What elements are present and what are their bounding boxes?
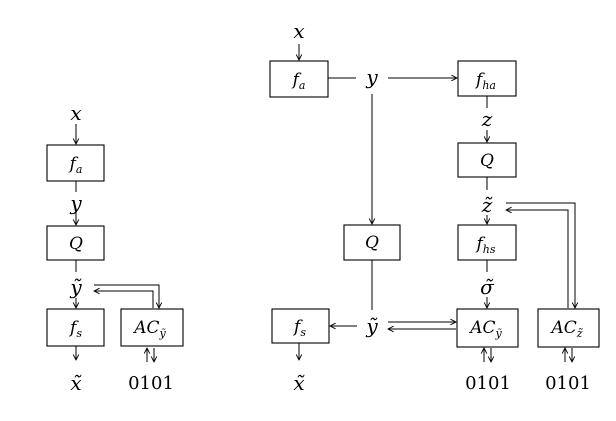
left-encoder-box (46, 144, 105, 182)
left-input-x: x (70, 101, 81, 125)
right-coder-y-label: ACỹ (468, 318, 502, 340)
right-arrow-acz-ztilde (506, 210, 569, 308)
right-quantizer-y-label: Q (365, 233, 379, 253)
right-quantizer-z-label: Q (480, 151, 494, 171)
right-coder-z-label: ACz̃ (549, 318, 583, 340)
right-quantizer-y-box (343, 224, 401, 261)
right-sigma: σ̃ (480, 275, 495, 299)
right-encoder-box (269, 60, 329, 98)
right-hyper-encoder-label: fha (474, 70, 496, 92)
right-hyper-quantized-ztilde: z̃ (481, 193, 493, 217)
left-coder-box (120, 308, 184, 347)
right-quantizer-z-box (457, 142, 517, 178)
right-latent-y: y (365, 65, 378, 89)
left-output-xtilde: x̃ (70, 371, 82, 395)
left-diagram: x fa y Q ỹ fs ACỹ x̃ 0101 (46, 101, 184, 395)
left-decoder-label: fs (68, 318, 82, 340)
right-bits-y: 0101 (465, 373, 511, 394)
right-decoder-box (271, 308, 330, 344)
left-latent-y: y (69, 191, 82, 215)
left-arrow-ac-ytilde (94, 291, 154, 308)
left-decoder-box (46, 308, 105, 347)
right-diagram: x fa y fha z Q z̃ Q fhs σ̃ fs ỹ ACỹ ACz̃… (269, 19, 600, 395)
left-coder-label: ACỹ (132, 318, 166, 340)
right-hyper-encoder-box (457, 60, 517, 97)
right-coder-y-box (456, 308, 519, 348)
right-decoder-label: fs (292, 317, 306, 339)
right-quantized-ytilde: ỹ (365, 314, 378, 338)
right-hyper-latent-z: z (481, 107, 493, 131)
right-arrow-ztilde-acz (506, 202, 575, 308)
right-input-x: x (293, 19, 304, 43)
right-hyper-decoder-label: fhs (474, 234, 495, 256)
left-bits: 0101 (128, 373, 174, 394)
left-arrow-ytilde-ac (94, 284, 159, 308)
right-output-xtilde: x̃ (293, 371, 305, 395)
right-hyper-decoder-box (457, 224, 517, 261)
left-encoder-label: fa (68, 154, 83, 176)
right-coder-z-box (537, 308, 600, 348)
right-encoder-label: fa (291, 70, 306, 92)
right-bits-z: 0101 (545, 373, 591, 394)
left-quantizer-label: Q (69, 234, 83, 254)
left-quantizer-box (46, 225, 105, 261)
left-quantized-ytilde: ỹ (69, 275, 82, 299)
